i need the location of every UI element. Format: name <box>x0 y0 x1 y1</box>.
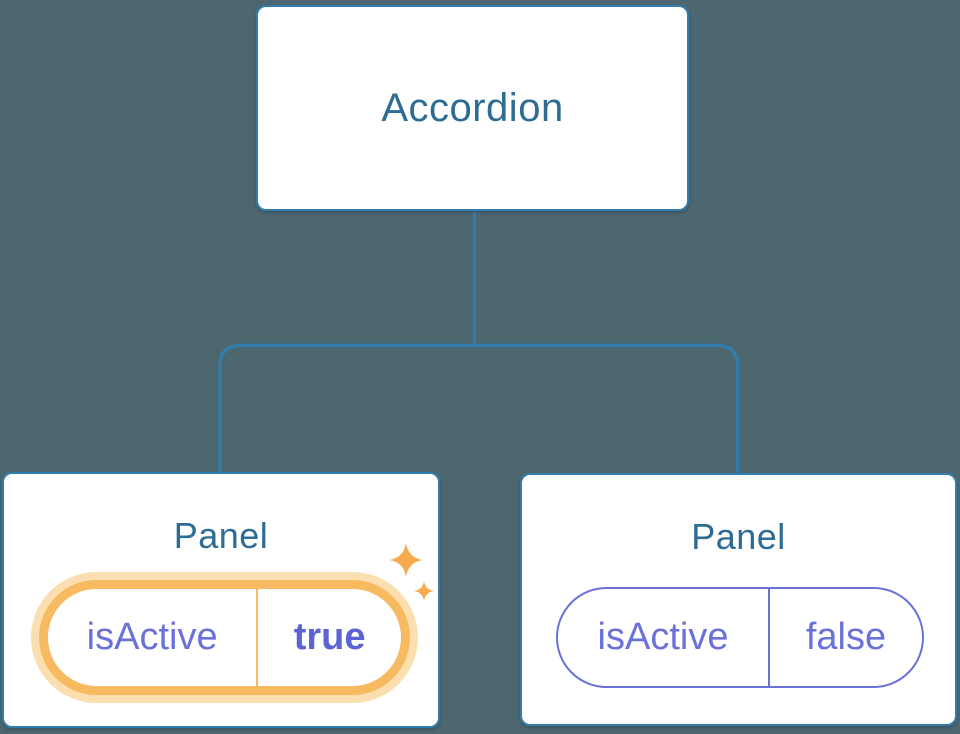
sparkle-small <box>414 581 434 601</box>
sparkle-icon <box>389 543 434 601</box>
panel-node-active: Panel isActive true <box>2 472 440 728</box>
accordion-node: Accordion <box>256 5 689 211</box>
state-value-label: false <box>805 616 887 658</box>
sparkle-large <box>389 543 423 577</box>
panel-node-label: Panel <box>691 516 786 557</box>
state-pill-active: isActive true <box>39 580 410 695</box>
panel-node-inactive: Panel isActive false <box>520 473 957 726</box>
state-key-label: isActive <box>48 589 259 686</box>
state-value-label: true <box>293 616 366 658</box>
state-pill-inactive: isActive false <box>556 587 924 688</box>
panel-node-label: Panel <box>173 515 269 556</box>
accordion-node-label: Accordion <box>381 85 564 130</box>
state-key-label: isActive <box>558 589 771 686</box>
connector-bracket <box>218 343 740 474</box>
